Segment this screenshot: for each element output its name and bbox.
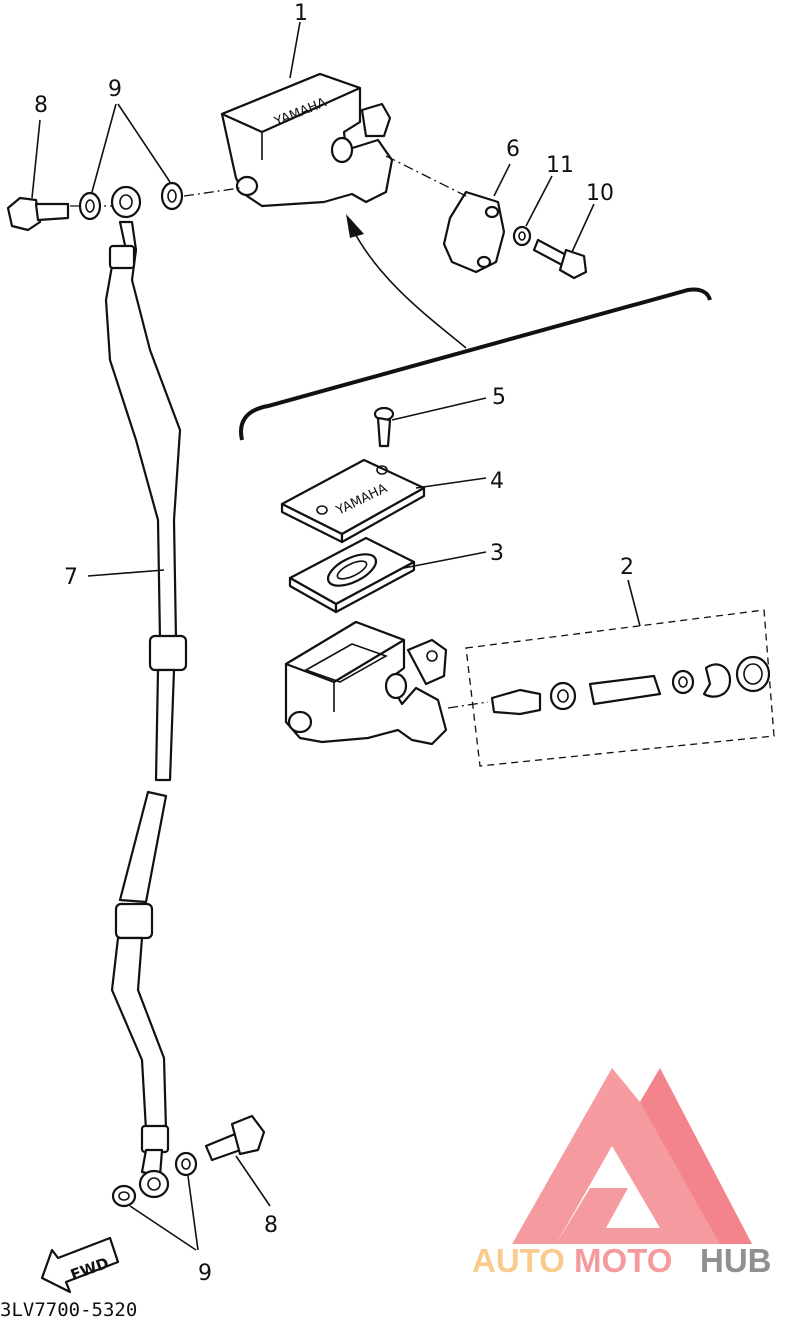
alignment-line-holder [385, 155, 467, 197]
part-7-brake-hose [104, 185, 188, 1199]
part-10-bolt [532, 238, 588, 280]
callout-6: 6 [506, 137, 520, 162]
leader-9-top-a [91, 103, 117, 193]
part-5-screw [373, 406, 395, 448]
leader-3 [403, 551, 487, 569]
leader-10 [571, 203, 595, 253]
leader-9-bottom-a [129, 1205, 197, 1251]
assembly-arrow [351, 227, 467, 349]
leader-1 [289, 21, 301, 79]
part-8-union-bolt-top [6, 196, 70, 232]
leader-6 [493, 163, 511, 197]
callout-2: 2 [620, 555, 634, 580]
alignment-line-cylinder [183, 187, 241, 197]
leader-9-top-b [117, 103, 171, 183]
leader-2 [627, 579, 641, 627]
part-2-piston-kit [447, 609, 775, 767]
callout-7: 7 [64, 565, 78, 590]
watermark-word-hub: HUB [700, 1242, 772, 1279]
watermark-logo: AUTO MOTO HUB [472, 1068, 772, 1279]
leader-9-bottom-b [187, 1175, 199, 1251]
leader-5 [391, 397, 487, 421]
leader-4 [415, 477, 487, 489]
exploded-view-bracket [239, 287, 712, 441]
leader-11 [525, 175, 553, 227]
callout-1: 1 [294, 1, 308, 26]
leader-8-bottom [235, 1155, 271, 1207]
callout-8-top: 8 [34, 93, 48, 118]
callout-4: 4 [490, 469, 504, 494]
watermark-word-auto: AUTO [472, 1242, 565, 1279]
drawing-code: 3LV7700-5320 [0, 1299, 137, 1321]
part-9-washers-top [78, 181, 184, 221]
callout-9-top: 9 [108, 77, 122, 102]
callout-11: 11 [546, 153, 574, 178]
callout-10: 10 [586, 181, 614, 206]
callout-5: 5 [492, 385, 506, 410]
master-cylinder-body [284, 620, 448, 746]
watermark-word-moto: MOTO [574, 1242, 672, 1279]
part-11-washer [512, 225, 532, 247]
part-3-diaphragm [288, 536, 416, 614]
forward-direction-arrow: FWD [40, 1236, 120, 1294]
leader-7 [87, 569, 165, 577]
part-1-master-cylinder: YAMAHA [220, 72, 394, 208]
part-9-washers-bottom [111, 1151, 198, 1208]
part-6-holder [442, 190, 506, 274]
callout-9-bottom: 9 [198, 1261, 212, 1286]
part-8-union-bolt-bottom [204, 1114, 266, 1162]
part-4-reservoir-cover: YAMAHA [280, 458, 426, 544]
callout-8-bottom: 8 [264, 1213, 278, 1238]
callout-3: 3 [490, 541, 504, 566]
assembly-arrowhead [346, 214, 364, 238]
leader-8-top [31, 119, 41, 199]
